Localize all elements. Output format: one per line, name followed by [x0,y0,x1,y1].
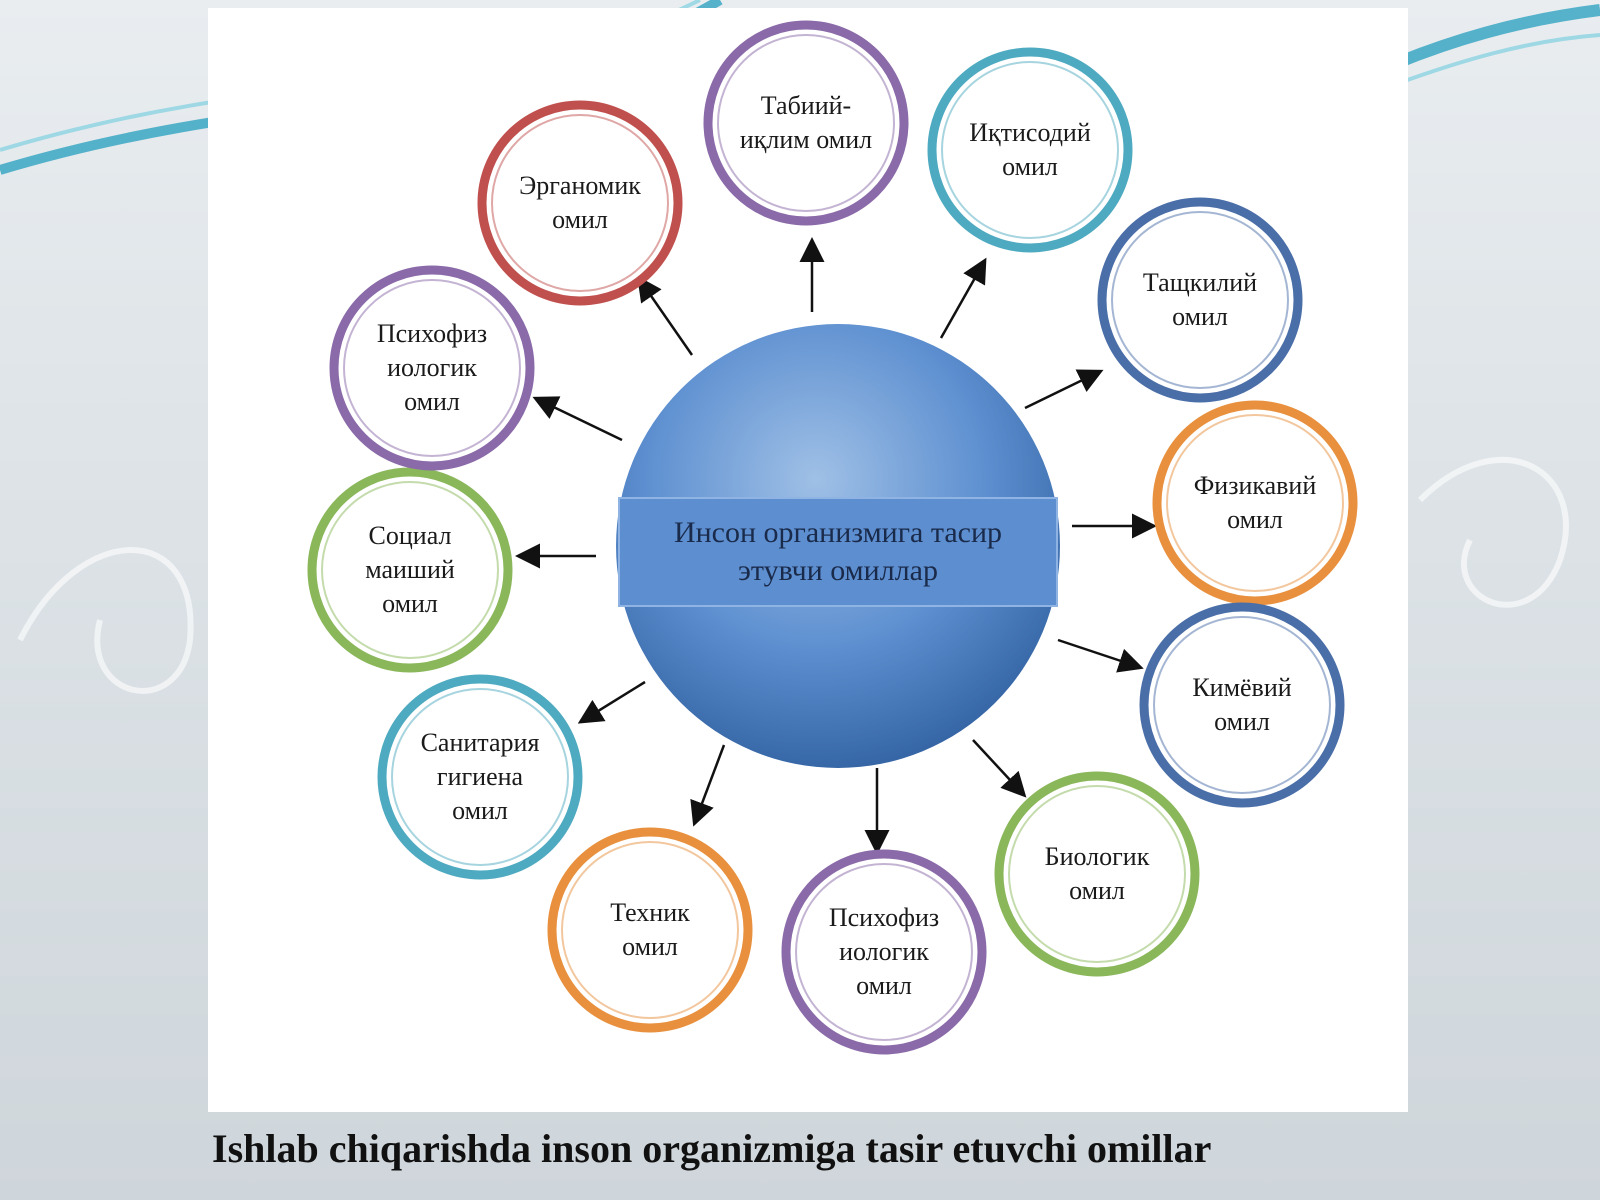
factor-ring [329,265,535,471]
factor-label: Техник омил [610,898,690,961]
factor-ring [1139,602,1345,808]
factor-ring-inner [1153,616,1331,794]
factor-ring [1152,400,1358,606]
factor-ring [994,771,1200,977]
factor-ring-inner [1166,414,1344,592]
arrow [577,680,646,724]
factor-ring-inner [343,279,521,457]
factor-ring-inner [561,841,739,1019]
arrow [972,739,1027,798]
factor-ring [547,827,753,1033]
factor-ring-inner [795,863,973,1041]
factor-label: Физикавий омил [1193,471,1317,534]
factor-ring-inner [1008,785,1186,963]
factor-ring [781,849,987,1055]
factor-label: Биологик омил [1044,842,1150,905]
factor-ring-inner [717,34,895,212]
arrow [532,396,623,442]
factor-ring-inner [491,114,669,292]
factor-ring [477,100,683,306]
factor-label: Эрганомик омил [519,171,641,234]
factor-label: Иқтисодий омил [969,118,1091,181]
factor-ring [377,674,583,880]
factor-ring [307,467,513,673]
factor-ring-inner [321,481,499,659]
arrow [690,744,726,827]
factor-ring-inner [391,688,569,866]
arrows-group [515,237,1157,855]
factor-label: Кимёвий омил [1192,673,1292,736]
center-title: Инсон организмига тасир этувчи омиллар [618,497,1058,607]
factor-ring-inner [941,61,1119,239]
factor-label: Табиий- иқлим омил [739,91,873,154]
factor-label: Санитария гигиена омил [420,728,540,825]
factor-label: Социал маиший омил [365,521,455,618]
arrow [939,257,987,339]
arrow [1057,638,1144,673]
factor-ring-inner [1111,211,1289,389]
rings-group [307,20,1358,1055]
arrow [637,275,694,356]
arrow [1024,369,1104,410]
factor-ring [703,20,909,226]
factor-ring [927,47,1133,253]
factor-ring [1097,197,1303,403]
factor-label: Психофиз иологик омил [828,903,940,1000]
factor-label: Тащкилий омил [1142,268,1258,331]
slide-caption: Ishlab chiqarishda inson organizmiga tas… [212,1126,1212,1171]
factor-label: Психофиз иологик омил [376,319,488,416]
